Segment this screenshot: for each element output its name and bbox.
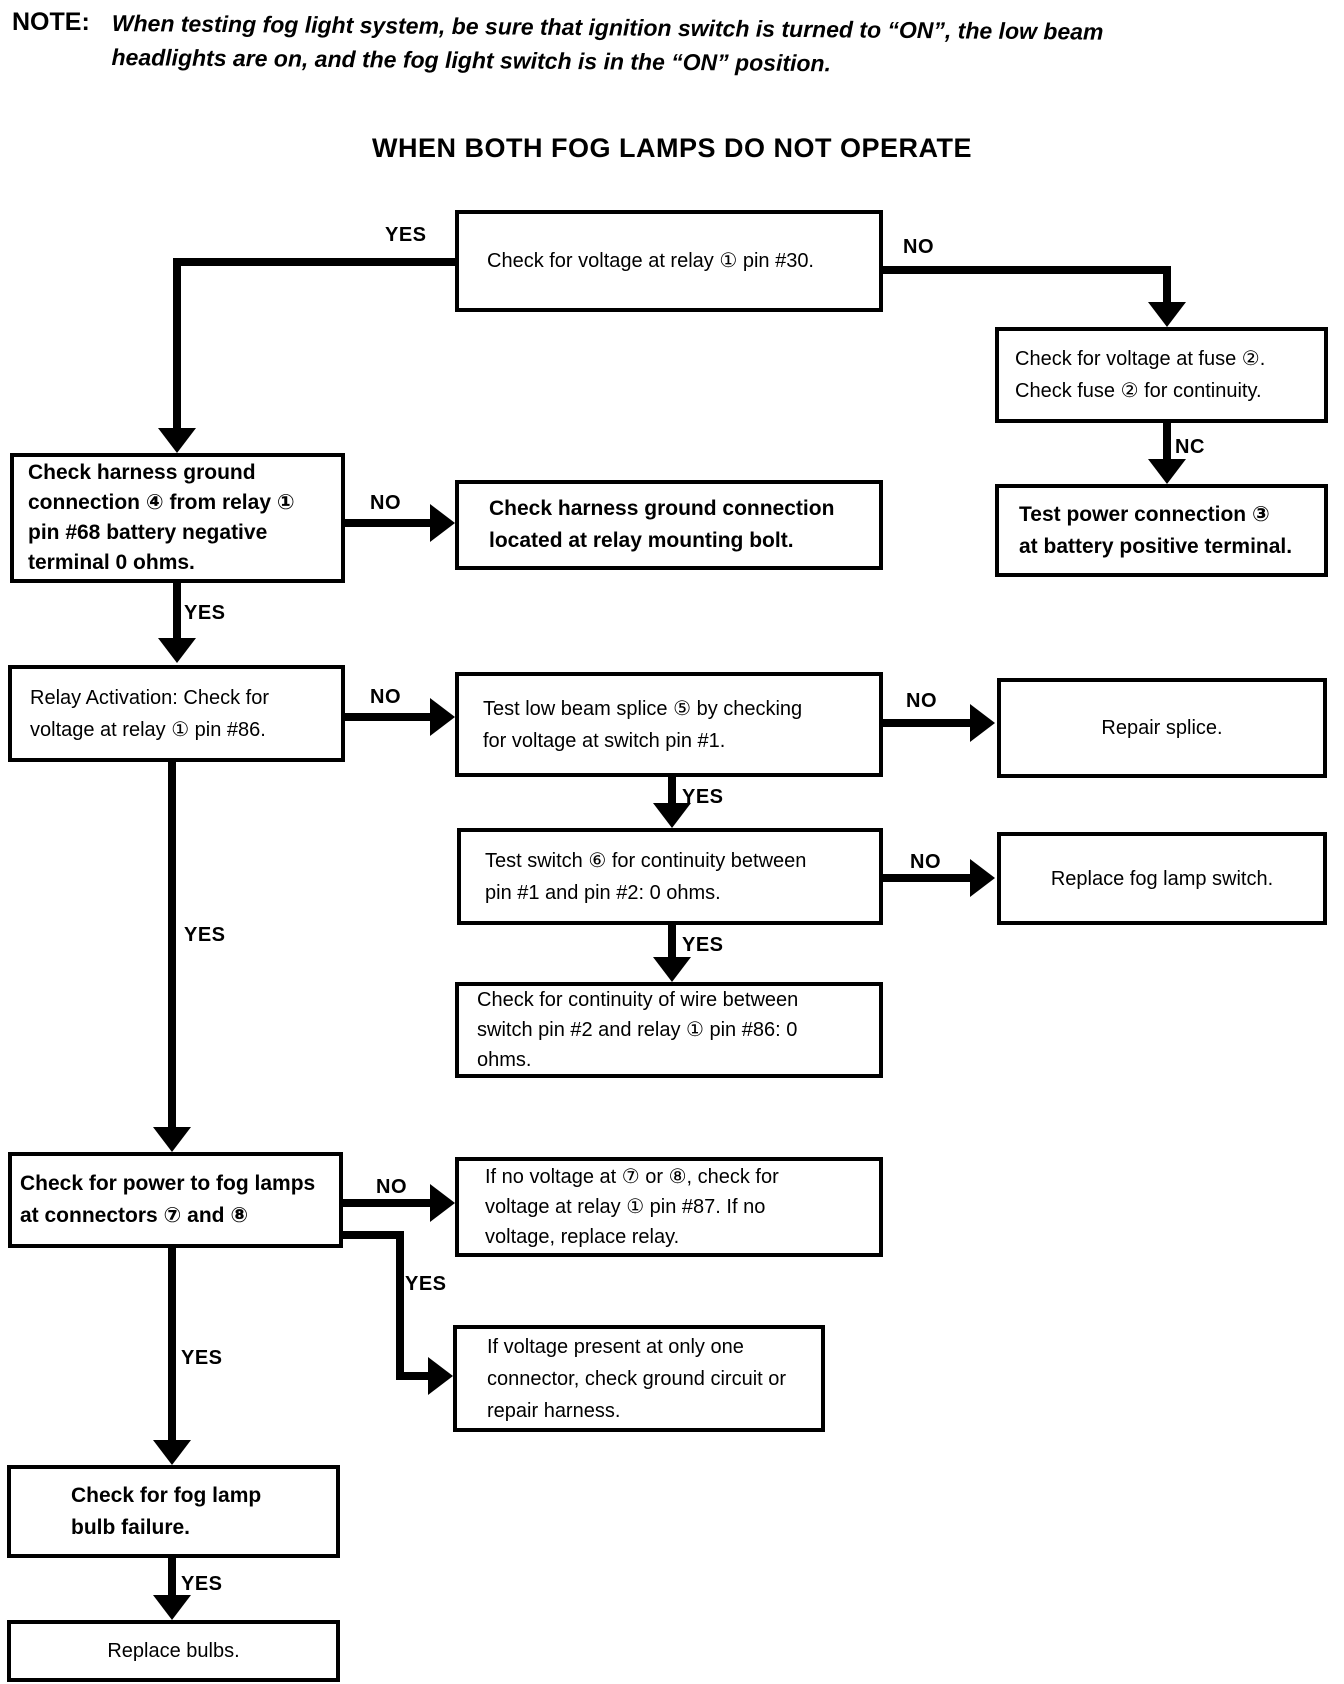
node-relay-activation: Relay Activation: Check for voltage at r…	[8, 665, 345, 762]
connector-no-splice	[883, 719, 970, 727]
arrowhead-to-replace-switch	[970, 859, 995, 897]
node-text: Check for power to fog lamps at connecto…	[20, 1172, 316, 1227]
arrowhead-to-power-connection	[1148, 459, 1186, 484]
arrowhead-to-bulb-failure	[153, 1440, 191, 1465]
node-check-harness-ground: Check harness ground connection ④ from r…	[10, 453, 345, 583]
arrowhead-to-repair-splice	[970, 704, 995, 742]
node-if-voltage-one-connector: If voltage present at only one connector…	[453, 1325, 825, 1432]
node-replace-fog-lamp-switch: Replace fog lamp switch.	[997, 832, 1327, 925]
label-no-top: NO	[903, 236, 934, 258]
connector-yes-branch-in	[396, 1372, 428, 1380]
connector-no-top	[883, 266, 1171, 274]
connector-yes-branch-rail	[396, 1231, 404, 1376]
label-no-relay-activation: NO	[370, 686, 401, 708]
label-yes-relay-rail: YES	[184, 924, 226, 946]
connector-yes-power-rail	[168, 1248, 176, 1440]
arrowhead-to-no-voltage	[430, 1184, 455, 1222]
note-text: When testing fog light system, be sure t…	[111, 6, 1272, 84]
flowchart-title: WHEN BOTH FOG LAMPS DO NOT OPERATE	[372, 133, 972, 163]
node-text: Replace fog lamp switch.	[1050, 867, 1274, 890]
label-yes-splice: YES	[682, 786, 724, 808]
node-check-voltage-relay-pin30: Check for voltage at relay ① pin #30.	[455, 210, 883, 312]
node-check-wire-continuity: Check for continuity of wire between swi…	[455, 982, 883, 1078]
node-test-switch-continuity: Test switch ⑥ for continuity between pin…	[457, 828, 883, 925]
node-check-bulb-failure: Check for fog lamp bulb failure.	[7, 1465, 340, 1558]
node-text: Check harness ground connection ④ from r…	[28, 461, 295, 574]
node-text: Replace bulbs.	[107, 1640, 240, 1662]
node-text: Test switch ⑥ for continuity between pin…	[485, 849, 807, 904]
node-text: Check harness ground connection located …	[489, 497, 835, 552]
node-text: Relay Activation: Check for voltage at r…	[30, 686, 269, 741]
node-check-fuse: Check for voltage at fuse ②. Check fuse …	[995, 327, 1328, 423]
connector-nc	[1163, 423, 1171, 459]
node-repair-splice: Repair splice.	[997, 678, 1327, 778]
arrowhead-to-wire-continuity	[653, 957, 691, 982]
node-replace-bulbs: Replace bulbs.	[7, 1620, 340, 1682]
connector-no-harness	[345, 519, 430, 527]
connector-yes-splice	[668, 777, 676, 803]
connector-yes-top	[173, 258, 455, 266]
connector-yes-bulb	[168, 1558, 176, 1595]
node-test-low-beam-splice: Test low beam splice ⑤ by checking for v…	[455, 672, 883, 777]
label-yes-switch: YES	[682, 934, 724, 956]
connector-yes-harness	[173, 583, 181, 638]
connector-yes-switch	[668, 925, 676, 957]
node-text: Check for continuity of wire between swi…	[477, 989, 799, 1071]
node-test-power-connection: Test power connection ③ at battery posit…	[995, 484, 1328, 577]
node-text: Repair splice.	[1101, 717, 1223, 739]
node-text: Test low beam splice ⑤ by checking for v…	[483, 697, 803, 752]
connector-no-top-rail	[1163, 266, 1171, 302]
connector-no-relay-activation	[345, 713, 430, 721]
arrowhead-to-harness-ground	[158, 428, 196, 453]
label-yes-top: YES	[385, 224, 427, 246]
arrowhead-to-switch-test	[653, 803, 691, 828]
arrowhead-to-one-connector	[428, 1357, 453, 1395]
node-ground-at-mounting-bolt: Check harness ground connection located …	[455, 480, 883, 570]
node-if-no-voltage: If no voltage at ⑦ or ⑧, check for volta…	[455, 1157, 883, 1257]
connector-no-power	[343, 1199, 430, 1207]
connector-yes-branch-out	[343, 1231, 404, 1239]
label-no-power: NO	[376, 1176, 407, 1198]
node-text: Test power connection ③ at battery posit…	[1019, 502, 1293, 558]
label-nc: NC	[1175, 436, 1205, 458]
node-text: Check for fog lamp bulb failure.	[71, 1483, 262, 1539]
label-yes-branch: YES	[405, 1273, 447, 1295]
node-check-power-to-fog-lamps: Check for power to fog lamps at connecto…	[8, 1152, 343, 1248]
note-label: NOTE:	[12, 8, 90, 36]
label-no-switch: NO	[910, 851, 941, 873]
arrowhead-to-splice-test	[430, 698, 455, 736]
arrowhead-to-replace-bulbs	[153, 1595, 191, 1620]
connector-yes-relay-rail	[168, 762, 176, 1127]
node-text: If voltage present at only one connector…	[487, 1335, 787, 1422]
label-yes-power: YES	[181, 1347, 223, 1369]
label-yes-harness: YES	[184, 602, 226, 624]
connector-yes-top-rail	[173, 258, 181, 428]
label-no-harness: NO	[370, 492, 401, 514]
arrowhead-to-relay-activation	[158, 638, 196, 663]
label-yes-bulb: YES	[181, 1573, 223, 1595]
connector-no-switch	[883, 874, 970, 882]
node-text: Check for voltage at fuse ②. Check fuse …	[1015, 348, 1266, 402]
arrowhead-to-mounting-bolt	[430, 504, 455, 542]
arrowhead-to-fuse-check	[1148, 302, 1186, 327]
arrowhead-to-power-to-lamps	[153, 1127, 191, 1152]
label-no-splice: NO	[906, 690, 937, 712]
node-text: If no voltage at ⑦ or ⑧, check for volta…	[485, 1166, 779, 1248]
node-text: Check for voltage at relay ① pin #30.	[487, 250, 814, 272]
